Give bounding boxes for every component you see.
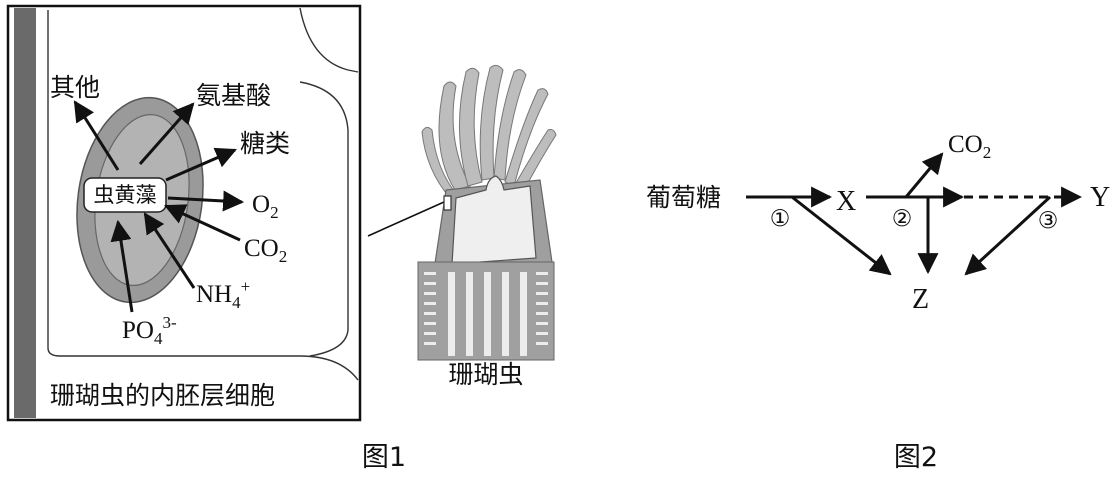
arrow-o2	[167, 190, 245, 212]
figure-2-caption: 图2	[894, 442, 938, 473]
cell-wall-bar	[14, 8, 36, 418]
step-1: ①	[770, 206, 791, 232]
node-z: Z	[912, 284, 929, 315]
label-co2: CO2	[244, 235, 287, 266]
center-label: 虫黄藻	[94, 183, 157, 207]
label-other: 其他	[50, 73, 100, 102]
arrow-nh4-in	[143, 212, 196, 289]
label-po4: PO43-	[122, 313, 177, 348]
node-glucose: 葡萄糖	[646, 183, 721, 212]
label-amino: 氨基酸	[196, 81, 271, 110]
arrow-other	[73, 100, 120, 171]
arrow-x-co2	[904, 152, 944, 198]
label-nh4: NH4+	[196, 277, 250, 312]
arrow-y-z	[964, 195, 1052, 276]
node-y: Y	[1090, 182, 1110, 213]
arrow-amino	[138, 102, 195, 165]
arrow-sugar	[165, 147, 237, 182]
node-co2: CO2	[948, 131, 991, 162]
coral-label: 珊瑚虫	[448, 360, 523, 389]
step-2: ②	[892, 206, 913, 232]
cell-membrane	[47, 7, 359, 381]
arrow-glucose-z	[791, 195, 892, 276]
coral-polyp-illustration	[417, 64, 557, 361]
leader-line	[367, 201, 445, 237]
step-3: ③	[1038, 208, 1059, 234]
node-x: X	[836, 186, 856, 217]
label-sugar: 糖类	[240, 129, 290, 158]
arrow-po4-in	[110, 219, 134, 313]
cell-box-label: 珊瑚虫的内胚层细胞	[50, 381, 275, 410]
center-label-box	[83, 177, 167, 213]
arrow-co2-in	[164, 204, 241, 242]
figure-1-caption: 图1	[362, 442, 406, 473]
figure-1: 虫黄藻 其他 氨基酸 糖类 O2 CO2 NH4+ PO43- 珊瑚虫的内胚层细…	[6, 4, 557, 473]
label-o2: O2	[252, 191, 279, 222]
figure-2: 葡萄糖 X Y Z CO2 ① ② ③ 图2	[646, 131, 1110, 473]
